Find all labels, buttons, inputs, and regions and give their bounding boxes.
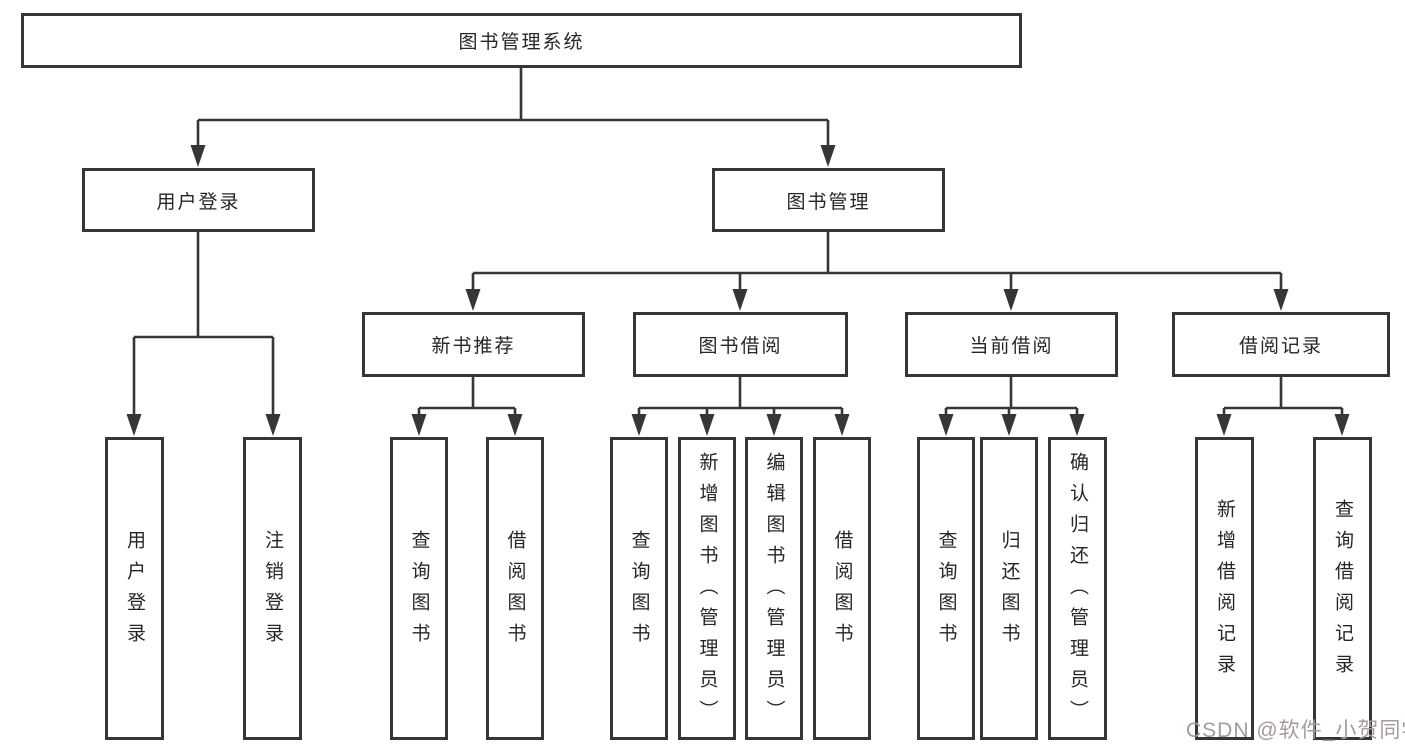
csdn-watermark: CSDN @软件_小贺同学 (1186, 719, 1405, 742)
node-book-borrowing: 图书借阅 (633, 312, 848, 377)
leaf-return-book: 归还图书 (980, 437, 1038, 740)
leaf-query-books-borrowing: 查询图书 (610, 437, 668, 740)
leaf-user-login: 用户登录 (105, 437, 164, 740)
arrowheads (126, 145, 1350, 436)
node-new-book-recommendation: 新书推荐 (362, 312, 585, 377)
node-current-borrowing: 当前借阅 (905, 312, 1118, 377)
leaf-borrow-books-borrowing: 借阅图书 (813, 437, 871, 740)
leaf-borrow-books-recommend: 借阅图书 (486, 437, 544, 740)
leaf-confirm-return-admin: 确认归还（管理员） (1048, 437, 1107, 740)
leaf-query-books-recommend: 查询图书 (390, 437, 448, 740)
leaf-add-borrow-record: 新增借阅记录 (1195, 437, 1254, 740)
node-borrowing-records: 借阅记录 (1172, 312, 1390, 377)
leaf-query-borrow-record: 查询借阅记录 (1313, 437, 1372, 740)
leaf-edit-book-admin: 编辑图书（管理员） (745, 437, 803, 740)
leaf-query-books-current: 查询图书 (917, 437, 975, 740)
node-user-login: 用户登录 (82, 168, 315, 232)
node-book-management: 图书管理 (712, 168, 945, 232)
leaf-add-book-admin: 新增图书（管理员） (678, 437, 736, 740)
node-library-management-system: 图书管理系统 (21, 13, 1022, 68)
leaf-logout: 注销登录 (243, 437, 302, 740)
